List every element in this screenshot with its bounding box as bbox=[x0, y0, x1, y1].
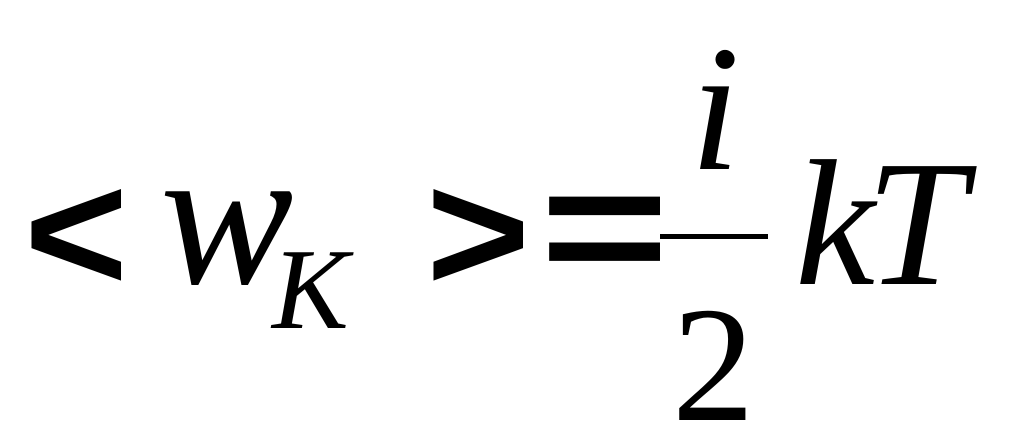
left-angle-bracket: < bbox=[24, 138, 129, 328]
right-angle-bracket: > bbox=[426, 138, 531, 328]
fraction-numerator: i bbox=[690, 9, 741, 208]
energy-subscript: K bbox=[272, 226, 349, 353]
temperature-variable: T bbox=[866, 124, 967, 323]
fraction-denominator: 2 bbox=[672, 273, 755, 448]
energy-variable: w bbox=[160, 106, 294, 327]
fraction-bar bbox=[660, 234, 768, 239]
equals-sign: = bbox=[540, 132, 670, 322]
boltzmann-constant: k bbox=[795, 124, 875, 323]
